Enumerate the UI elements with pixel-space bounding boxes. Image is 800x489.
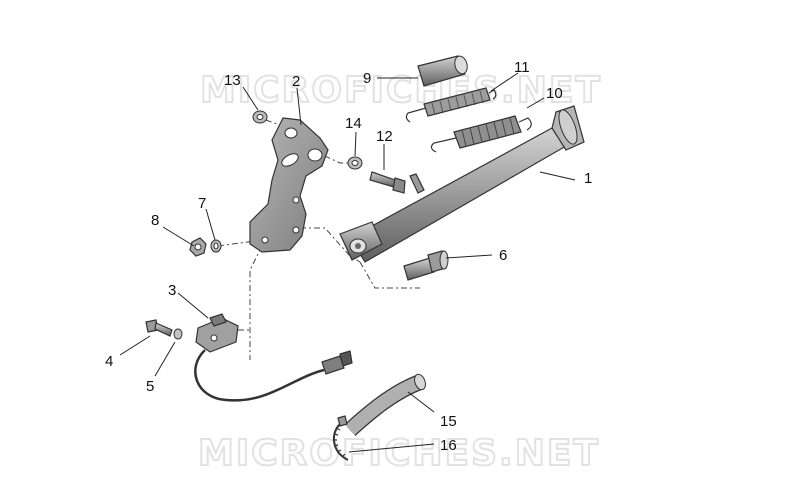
callout-5: 5 [146, 378, 154, 395]
part-12-bolt [369, 171, 406, 194]
leader-lines [119, 72, 576, 453]
callout-14: 14 [345, 115, 362, 132]
callout-11: 11 [514, 59, 530, 76]
callout-1: 1 [584, 170, 592, 187]
callout-16: 16 [440, 437, 457, 454]
callout-7: 7 [198, 195, 206, 212]
callout-12: 12 [376, 128, 393, 145]
part-13-washer [252, 110, 268, 124]
callout-3: 3 [168, 282, 176, 299]
part-5-washer [173, 328, 183, 340]
callout-2: 2 [292, 73, 300, 90]
watermark-bottom: MICROFICHES.NET [198, 433, 600, 474]
callout-13: 13 [224, 72, 241, 89]
part-9-sleeve [417, 55, 468, 87]
callout-15: 15 [440, 413, 457, 430]
part-8-nut [189, 237, 207, 257]
part-3-switch [195, 313, 239, 353]
callout-10: 10 [546, 85, 563, 102]
part-4-screw [145, 319, 173, 337]
callout-labels: 1 2 3 4 5 6 7 8 9 10 11 12 13 14 15 16 [105, 59, 592, 454]
part-2-bracket [249, 117, 329, 253]
part-15-hose [344, 373, 426, 436]
part-14-washer [347, 156, 363, 170]
part-1-side-stand [339, 105, 585, 263]
part-10-spring [430, 115, 532, 153]
callout-8: 8 [151, 212, 159, 229]
part-16-clamp [332, 415, 349, 461]
callout-4: 4 [105, 353, 113, 370]
switch-cable [194, 349, 353, 402]
callout-9: 9 [363, 70, 371, 87]
part-11-spring [405, 87, 497, 123]
part-6-pivot-bolt [403, 250, 449, 281]
watermark-top: MICROFICHES.NET [200, 70, 602, 111]
part-7-washer [210, 239, 222, 253]
callout-6: 6 [499, 247, 507, 264]
